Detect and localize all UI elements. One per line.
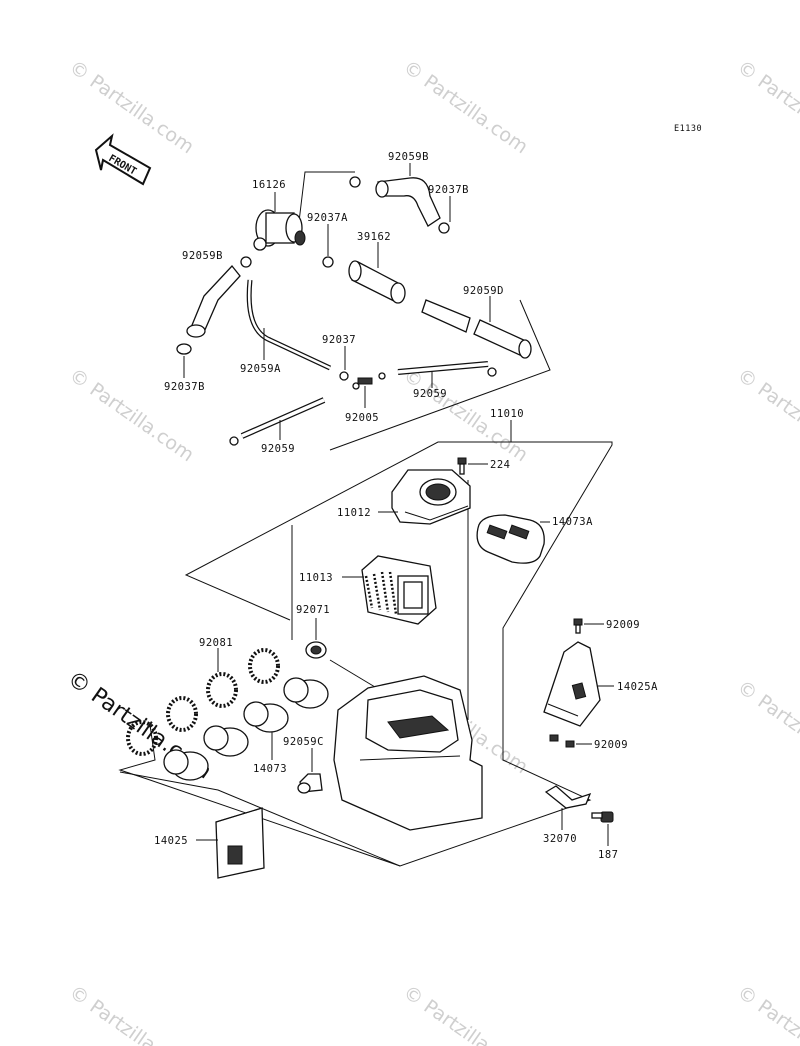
callout-92081[interactable]: 92081 <box>199 637 233 649</box>
part-92059c[interactable] <box>297 773 323 794</box>
part-16126[interactable] <box>253 209 306 251</box>
part-92059-right[interactable] <box>397 362 489 374</box>
callout-92059d[interactable]: 92059D <box>463 285 504 297</box>
callout-92059-bottom[interactable]: 92059 <box>261 443 295 455</box>
part-11012[interactable] <box>391 469 471 525</box>
watermark: © Partzilla.com <box>65 981 198 1046</box>
part-airbox-housing[interactable] <box>333 675 483 831</box>
callout-39162[interactable]: 39162 <box>357 231 391 243</box>
callout-16126[interactable]: 16126 <box>252 179 286 191</box>
part-92059b-top[interactable] <box>377 177 441 227</box>
part-14025[interactable] <box>215 807 265 879</box>
watermark: © Partzilla.com <box>399 56 532 158</box>
part-92059-bottom[interactable] <box>241 398 325 438</box>
callout-92059b-left[interactable]: 92059B <box>182 250 223 262</box>
callout-14025a[interactable]: 14025A <box>617 681 658 693</box>
part-92071[interactable] <box>305 641 327 659</box>
part-92081[interactable] <box>126 648 280 756</box>
part-92059a[interactable] <box>248 279 331 370</box>
part-14073[interactable] <box>163 677 329 781</box>
watermark: © Partzilla.com <box>65 364 198 466</box>
callout-14073[interactable]: 14073 <box>253 763 287 775</box>
watermark: © Partzilla.com <box>399 981 532 1046</box>
callout-92037b-left[interactable]: 92037B <box>164 381 205 393</box>
watermark: © Partzilla.com <box>733 56 800 158</box>
callout-92037[interactable]: 92037 <box>322 334 356 346</box>
callout-187[interactable]: 187 <box>598 849 618 861</box>
airbox-group-outline <box>118 420 613 867</box>
callout-14073a[interactable]: 14073A <box>552 516 593 528</box>
part-92009-bottom[interactable] <box>549 734 575 748</box>
callout-11013[interactable]: 11013 <box>299 572 333 584</box>
part-14025a[interactable] <box>543 641 601 727</box>
part-39162[interactable] <box>348 260 406 304</box>
part-11013[interactable] <box>361 555 437 625</box>
part-92059b-left[interactable] <box>189 265 241 333</box>
callout-11010[interactable]: 11010 <box>490 408 524 420</box>
part-224[interactable] <box>457 457 467 475</box>
part-187[interactable] <box>591 811 614 823</box>
part-92009-top[interactable] <box>573 618 583 634</box>
callout-92059c[interactable]: 92059C <box>283 736 324 748</box>
callout-92037b-top[interactable]: 92037B <box>428 184 469 196</box>
callout-11012[interactable]: 11012 <box>337 507 371 519</box>
part-92005[interactable] <box>352 372 386 390</box>
callout-224[interactable]: 224 <box>490 459 510 471</box>
callout-14025[interactable]: 14025 <box>154 835 188 847</box>
callout-92037a[interactable]: 92037A <box>307 212 348 224</box>
watermark: © Partzilla.com <box>733 364 800 466</box>
watermark: © Partzilla.com <box>65 56 198 158</box>
callout-92059b-top[interactable]: 92059B <box>388 151 429 163</box>
front-arrow-icon: FRONT <box>94 133 152 186</box>
callout-92059a[interactable]: 92059A <box>240 363 281 375</box>
part-92059d[interactable] <box>421 299 471 333</box>
diagram-code: E1130 <box>674 124 702 134</box>
watermark: © Partzilla.com <box>733 981 800 1046</box>
callout-32070[interactable]: 32070 <box>543 833 577 845</box>
watermark: © Partzilla.com <box>733 676 800 778</box>
part-32070[interactable] <box>544 785 592 809</box>
callout-92005[interactable]: 92005 <box>345 412 379 424</box>
callout-92009-top[interactable]: 92009 <box>606 619 640 631</box>
breather-group: 16126 92059B 92037B 92037A 39162 92059D <box>164 151 551 455</box>
part-14073a[interactable] <box>476 514 545 564</box>
callout-92009-bottom[interactable]: 92009 <box>594 739 628 751</box>
callout-92059-right[interactable]: 92059 <box>413 388 447 400</box>
callout-92071[interactable]: 92071 <box>296 604 330 616</box>
